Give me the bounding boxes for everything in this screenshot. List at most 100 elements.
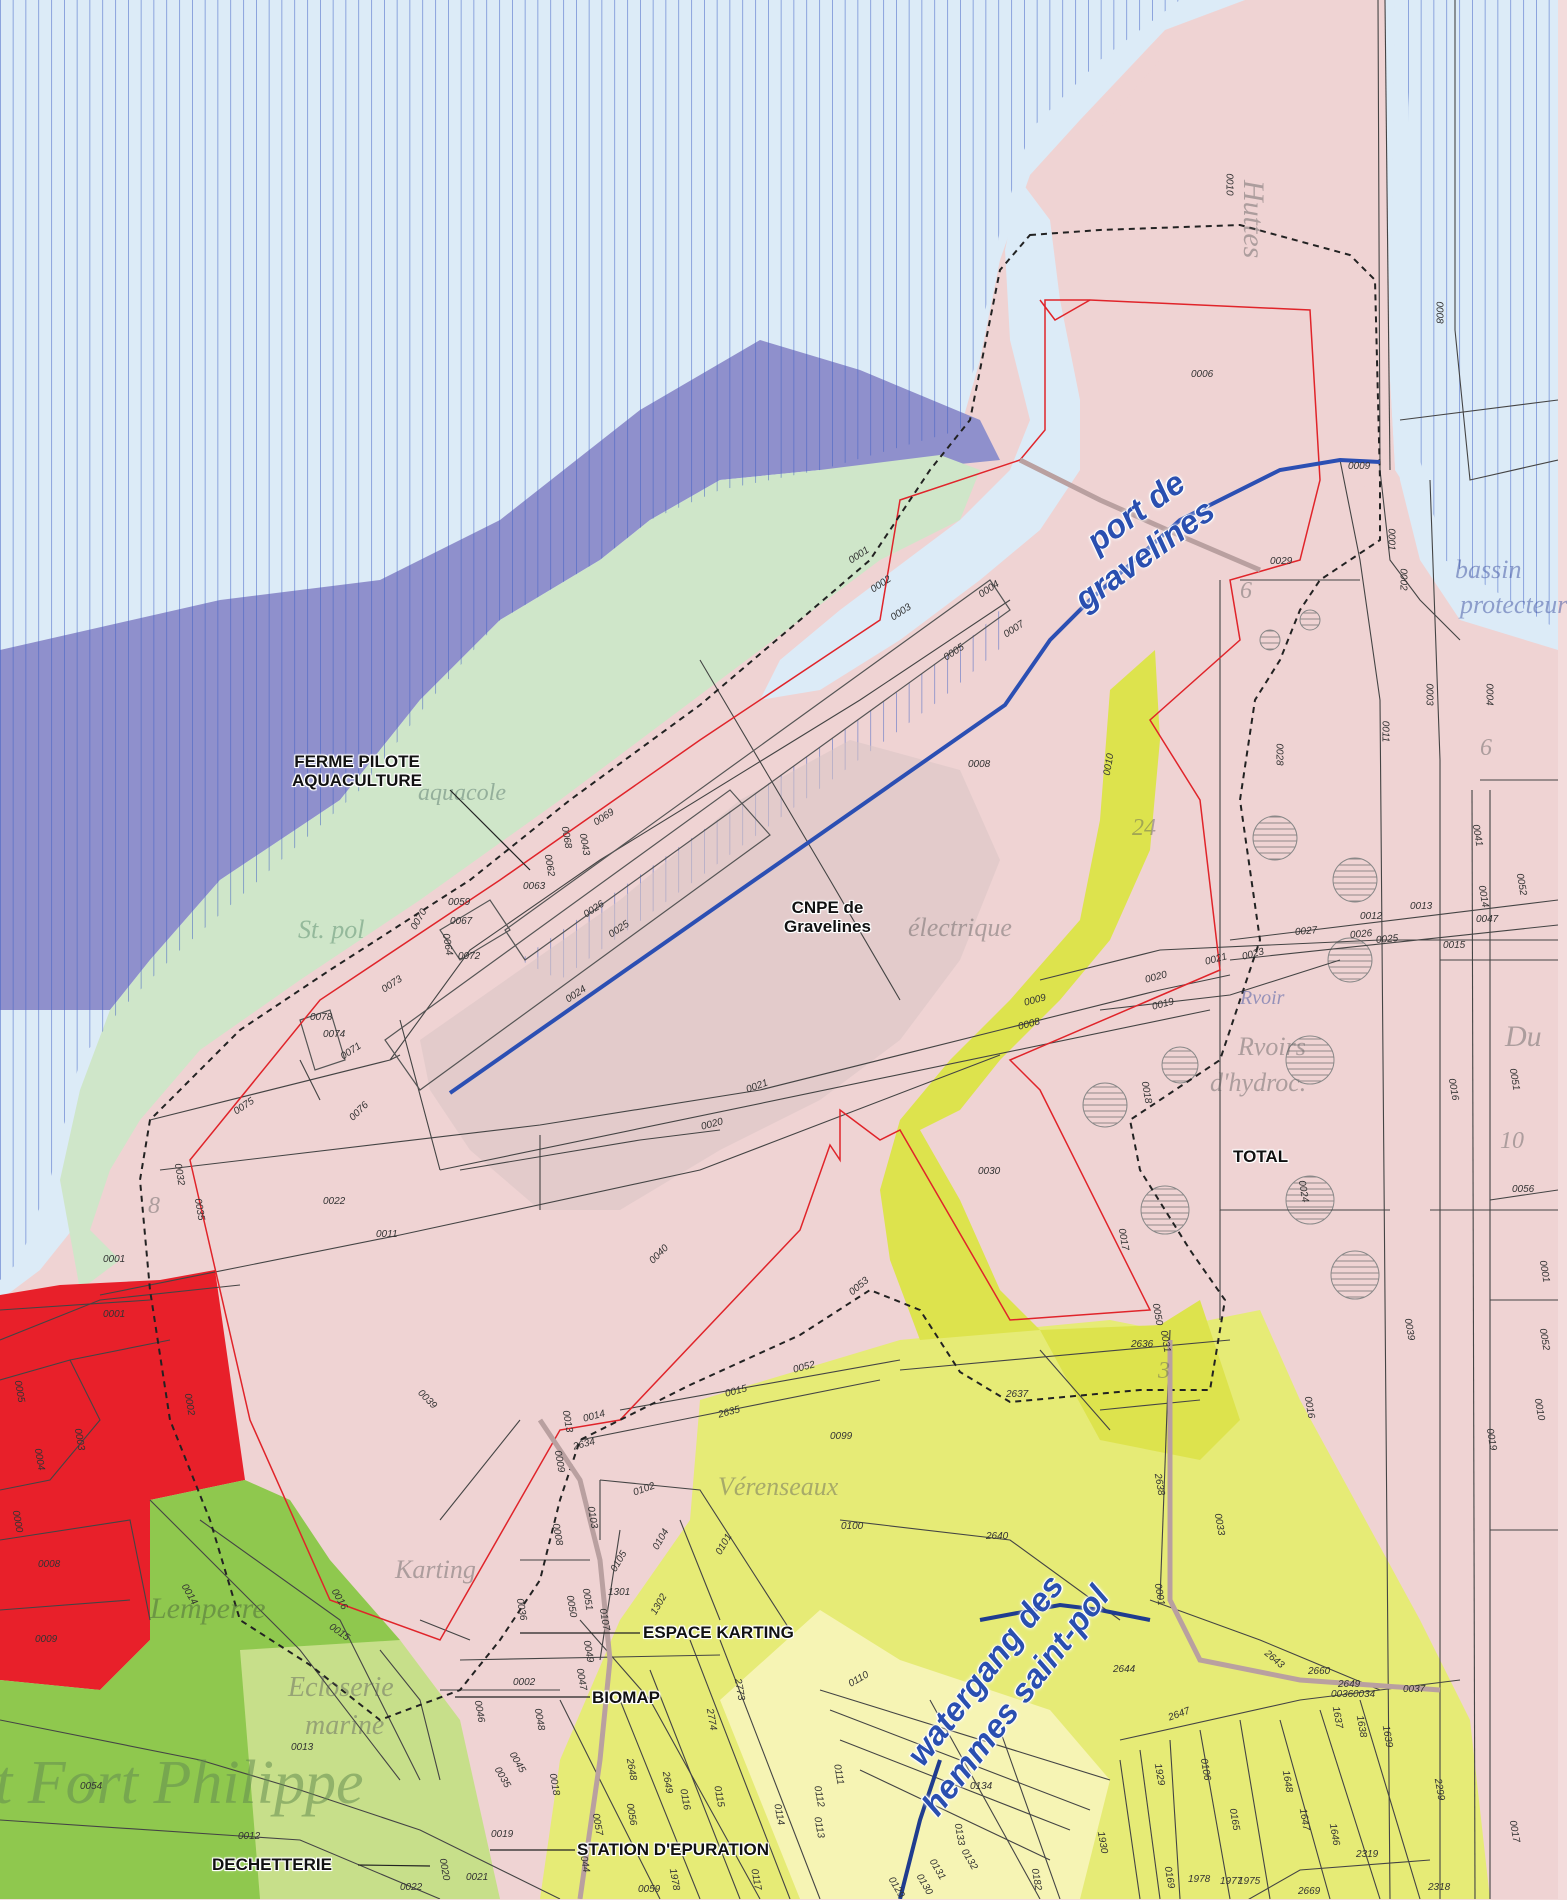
- parcel-number: 0030: [978, 1166, 1001, 1177]
- parcel-number: 0134: [970, 1781, 993, 1792]
- parcel-number: 0019: [491, 1829, 514, 1840]
- parcel-number: 0013: [1410, 901, 1433, 912]
- parcel-number: 0010: [1223, 173, 1235, 196]
- parcel-number: 0004: [1483, 683, 1495, 706]
- parcel-number: 0099: [830, 1431, 853, 1442]
- parcel-number: 2669: [1298, 1886, 1321, 1897]
- bg-text-verenseaux: Vérenseaux: [718, 1472, 839, 1501]
- label-cnpe: CNPE de Gravelines: [784, 898, 871, 936]
- parcel-number: 0009: [35, 1634, 58, 1645]
- label-espace-karting: ESPACE KARTING: [643, 1623, 794, 1642]
- parcel-number: 0001: [103, 1309, 126, 1320]
- bg-text-8: 8: [148, 1193, 160, 1219]
- parcel-number: 0001: [1385, 528, 1397, 551]
- parcel-number: 0078: [310, 1012, 333, 1023]
- bg-text-huttes: Huttes: [1237, 180, 1270, 259]
- bg-text-rvoirs: Rvoirs: [1238, 1032, 1306, 1061]
- bg-text-24: 24: [1132, 815, 1156, 841]
- parcel-number: 2644: [1113, 1664, 1136, 1675]
- bg-text-6a: 6: [1240, 578, 1252, 604]
- perimeter-red-line: [189, 299, 1321, 1641]
- bg-text-rvoir: Rvoir: [1240, 987, 1285, 1009]
- parcel-number: 2318: [1428, 1882, 1451, 1893]
- label-total: TOTAL: [1233, 1147, 1289, 1166]
- pale-field: [720, 1610, 1110, 1899]
- parcel-number: 0001: [103, 1254, 126, 1265]
- label-biomap: BIOMAP: [592, 1688, 660, 1707]
- label-ferme-pilote-line2: AQUACULTURE: [292, 771, 423, 790]
- residential-zone-red: [0, 1270, 245, 1690]
- parcel-number: 0021: [466, 1872, 489, 1883]
- label-dechetterie: DECHETTERIE: [212, 1855, 332, 1874]
- port-water: [760, 180, 1080, 700]
- parcel-number: 0072: [458, 951, 481, 962]
- label-ferme-pilote: FERME PILOTE AQUACULTURE: [292, 752, 422, 790]
- parcel-number: 0059: [638, 1884, 661, 1895]
- road-network: [537, 457, 1441, 1899]
- storage-tanks: [1082, 609, 1380, 1300]
- cnpe-industrial-area: [420, 740, 1000, 1210]
- bg-text-dhydroc: d'hydroc.: [1210, 1068, 1307, 1097]
- bg-text-aquacole: aquacole: [418, 780, 506, 806]
- parcel-number: 0002: [513, 1677, 536, 1688]
- parcel-number: 0028: [1273, 743, 1285, 766]
- light-green-zone: [240, 1640, 500, 1899]
- bg-text-ecloserie: Ecloserie: [288, 1672, 394, 1703]
- yellow-corridor: [880, 650, 1160, 1340]
- parcel-number: 0012: [1360, 911, 1383, 922]
- watergang-line-south: [898, 1759, 942, 1899]
- label-cnpe-line1: CNPE de: [791, 898, 864, 917]
- cnpe-structures: [299, 579, 1011, 1091]
- bg-text-du: Du: [1505, 1020, 1542, 1053]
- bg-text-3: 3: [1158, 1358, 1170, 1384]
- watergang-line-east: [979, 1602, 1151, 1622]
- parcel-number: 0047: [1476, 914, 1499, 925]
- yellow-corridor-south: [1040, 1300, 1240, 1460]
- parcel-number: 0100: [841, 1521, 864, 1532]
- parcel-number: 0022: [400, 1882, 423, 1893]
- parcel-number: 0012: [238, 1831, 261, 1842]
- parcel-number: 0054: [80, 1781, 103, 1792]
- bg-text-lemperre: Lemperre: [150, 1592, 266, 1625]
- bg-text-basin: bassin: [1455, 555, 1522, 584]
- parcel-number: 0002: [1397, 568, 1409, 591]
- parcel-number: 1978: [1188, 1874, 1211, 1885]
- parcel-number: 0003: [1423, 683, 1435, 706]
- parcel-number: 0056: [1512, 1184, 1535, 1195]
- parcel-number: 0009: [1348, 461, 1371, 472]
- parcel-number: 1977: [1220, 1876, 1243, 1887]
- parcel-number: 0013: [291, 1742, 314, 1753]
- parcel-number: 2319: [1356, 1849, 1379, 1860]
- label-station-epuration: STATION D'EPURATION: [577, 1840, 769, 1859]
- parcel-number: 0063: [523, 881, 546, 892]
- parcel-number: 0015: [1443, 940, 1466, 951]
- bg-text-stpol: St. pol: [298, 915, 365, 944]
- parcel-number: 0025: [1375, 933, 1399, 946]
- bg-text-karting: Karting: [395, 1555, 476, 1584]
- parcel-number: 2649: [1338, 1679, 1361, 1690]
- label-cnpe-line2: Gravelines: [784, 917, 871, 936]
- parcel-number: 0011: [1379, 720, 1391, 743]
- parcel-number: 0008: [1433, 301, 1445, 324]
- parcel-number: 2636: [1131, 1339, 1154, 1350]
- bg-text-protecteur: protecteur: [1460, 590, 1567, 619]
- parcel-number: 2660: [1308, 1666, 1331, 1677]
- parcel-number: 1301: [608, 1587, 631, 1598]
- parcel-number: 0006: [1191, 369, 1214, 380]
- boundary-dashed: [138, 223, 1381, 1722]
- parcel-number: 0029: [1270, 556, 1293, 567]
- parcel-number: 0011: [376, 1229, 398, 1240]
- parcel-number: 0008: [968, 759, 991, 770]
- parcel-number: 0074: [323, 1029, 346, 1040]
- parcel-number: 0067: [450, 916, 473, 927]
- parcel-number: 2640: [986, 1531, 1009, 1542]
- bg-text-fort-philippe: t Fort Philippe: [0, 1749, 364, 1817]
- label-ferme-pilote-line1: FERME PILOTE: [294, 752, 420, 771]
- parcel-number: 0022: [323, 1196, 346, 1207]
- parcel-number: 2637: [1006, 1389, 1029, 1400]
- parcel-number: 0008: [38, 1559, 61, 1570]
- bg-text-marine: marine: [305, 1710, 385, 1741]
